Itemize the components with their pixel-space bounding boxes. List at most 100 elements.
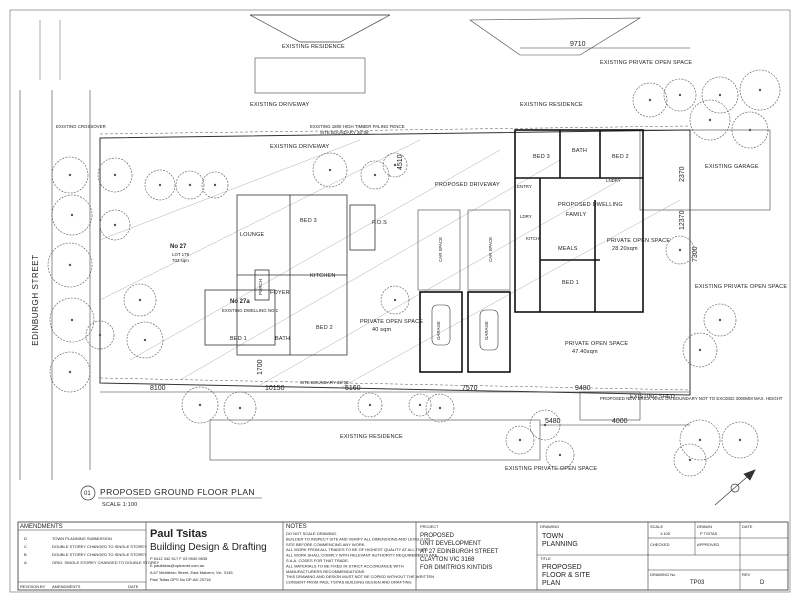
label-porch: PORCH: [258, 279, 263, 295]
tree-icon: [632, 82, 668, 118]
title-line-1: PROPOSED: [542, 564, 582, 571]
amend-col-date: DATE: [128, 584, 139, 589]
street-name: EDINBURGH STREET: [31, 254, 40, 345]
dim-top-right: 9710: [570, 41, 586, 48]
label-bed1-existing: BED 1: [230, 336, 247, 342]
label-existing-pos-top: EXISTING PRIVATE OPEN SPACE: [600, 60, 692, 66]
label-existing-pos-bottom: EXISTING PRIVATE OPEN SPACE: [505, 466, 597, 472]
tree-icon: [425, 393, 455, 423]
plan-title-number: 01: [84, 491, 91, 497]
notes-list: DO NOT SCALE DRAWING.BUILDER TO INSPECT …: [286, 531, 438, 585]
existing-dwelling: [204, 194, 376, 356]
tree-icon: [382, 152, 408, 178]
dim-side-4: 7300: [692, 246, 699, 262]
fence-line-bottom: [99, 377, 691, 391]
tree-icon: [703, 303, 737, 337]
amendment-rev: B: [24, 552, 27, 557]
drawing-line-2: PLANNING: [542, 541, 578, 548]
label-site-boundary-top: SITE BOUNDARY 38°06': [320, 130, 369, 135]
tree-icon: [201, 171, 229, 199]
amendment-desc: ORIG. SINGLE STOREY CHANGED TO DOUBLE ST…: [52, 560, 160, 565]
amendment-rev: D: [24, 536, 27, 541]
label-existing-shed: EXISTING SHED: [630, 394, 675, 400]
title-line-3: PLAN: [542, 580, 560, 587]
label-lounge: LOUNGE: [240, 232, 265, 238]
existing-residence-top-outline: [249, 14, 391, 43]
label-existing-crossover: EXISTING CROSSOVER: [56, 124, 106, 129]
tree-icon: [408, 393, 432, 417]
tree-icon: [223, 391, 257, 425]
drawing-no-header: DRAWING No: [650, 572, 676, 577]
company-name: Paul Tsitas: [150, 528, 207, 540]
drawn-value: P TSITAS: [700, 531, 718, 536]
note-line: CONSENT FROM PAUL TSITAS BUILDING DESIGN…: [286, 580, 412, 585]
tree-icon: [144, 169, 176, 201]
note-line: MANUFACTURERS RECOMMENDATIONS: [286, 569, 365, 574]
label-lot: LOT 179: [172, 252, 190, 257]
plan-title: PROPOSED GROUND FLOOR PLAN: [100, 487, 255, 497]
garage-1: [419, 291, 463, 373]
note-line: ALL WORK FROM ALL TRADES TO BE OF HIGHES…: [286, 547, 428, 552]
dim-bottom-3: 5160: [345, 385, 361, 392]
project-header: PROJECT: [420, 524, 439, 529]
scale-value: 1:100: [660, 531, 671, 536]
drawing-header: DRAWING: [540, 524, 559, 529]
tree-icon: [312, 152, 348, 188]
label-foyer: FOYER: [270, 290, 290, 296]
tree-icon: [51, 194, 93, 236]
drawn-header: DRAWN: [697, 524, 712, 529]
label-existing-driveway-top: EXISTING DRIVEWAY: [250, 102, 309, 108]
note-line: DO NOT SCALE DRAWING.: [286, 531, 337, 536]
company-contact-line: P 0412 342 617 F 03 9530 9635: [150, 556, 208, 561]
dim-bottom-2: 10150: [265, 385, 285, 392]
label-unit2-number: No 27a: [230, 299, 250, 305]
label-wall-note: PROPOSED NEW BRICK WALL ON BOUNDARY NOT …: [600, 396, 783, 401]
title-block: [17, 521, 789, 591]
car-space-1: [417, 209, 461, 291]
label-bed2-existing: BED 2: [316, 325, 333, 331]
amendment-desc: DOUBLE STOREY CHANGED TO SINGLE STOREY: [52, 552, 147, 557]
dim-bottom-4: 7570: [462, 385, 478, 392]
project-line: AT 27 EDINBURGH STREET: [420, 549, 499, 555]
tree-icon: [49, 297, 95, 343]
note-line: ALL WORK SHALL COMPLY WITH RELEVANT AUTH…: [286, 553, 438, 558]
tree-icon: [529, 409, 561, 441]
drawing-no: TP03: [690, 580, 705, 586]
amendment-desc: DOUBLE STOREY CHANGED TO SINGLE STOREY: [52, 544, 147, 549]
label-garage-2: GARAGE: [484, 321, 489, 340]
dim-bottom-1: 8100: [150, 385, 166, 392]
label-existing-driveway-mid: EXISTING DRIVEWAY: [270, 144, 329, 150]
label-lndry: LNDRY: [606, 178, 621, 183]
existing-residence-top2-outline: [469, 17, 642, 56]
tree-icon: [123, 283, 157, 317]
rev-header: REV: [742, 572, 751, 577]
car-icon: [431, 304, 451, 346]
label-private-os-3-area: 47.40sqm: [572, 349, 598, 355]
scale-header: SCALE: [650, 524, 663, 529]
tree-icon: [663, 78, 697, 112]
amend-col-by: BY: [40, 584, 46, 589]
note-line: S.A.A. CODES FOR THAT TRADE.: [286, 558, 349, 563]
tree-icon: [679, 419, 721, 461]
label-private-os-1: PRIVATE OPEN SPACE: [360, 319, 423, 325]
label-existing-residence-bottom: EXISTING RESIDENCE: [340, 434, 403, 440]
amend-col-rev: REVISION: [20, 584, 39, 589]
date-header: DATE: [742, 524, 753, 529]
checked-header: CHECKED: [650, 542, 670, 547]
label-existing-residence-top: EXISTING RESIDENCE: [282, 44, 345, 50]
tree-icon: [181, 386, 219, 424]
rev-value: D: [760, 580, 765, 586]
label-bed1-new: BED 1: [562, 280, 579, 286]
tree-icon: [49, 351, 91, 393]
tree-icon: [360, 160, 390, 190]
dim-side-5: 12370: [679, 210, 686, 230]
trees-group: [47, 69, 781, 477]
dim-bottom-5: 9480: [575, 385, 591, 392]
company-contact-line: E paultsitas@optusnet.com.au: [150, 563, 204, 568]
label-kitch: KITCH: [526, 236, 539, 241]
label-bed3-new: BED 3: [533, 154, 550, 160]
tree-icon: [731, 111, 769, 149]
